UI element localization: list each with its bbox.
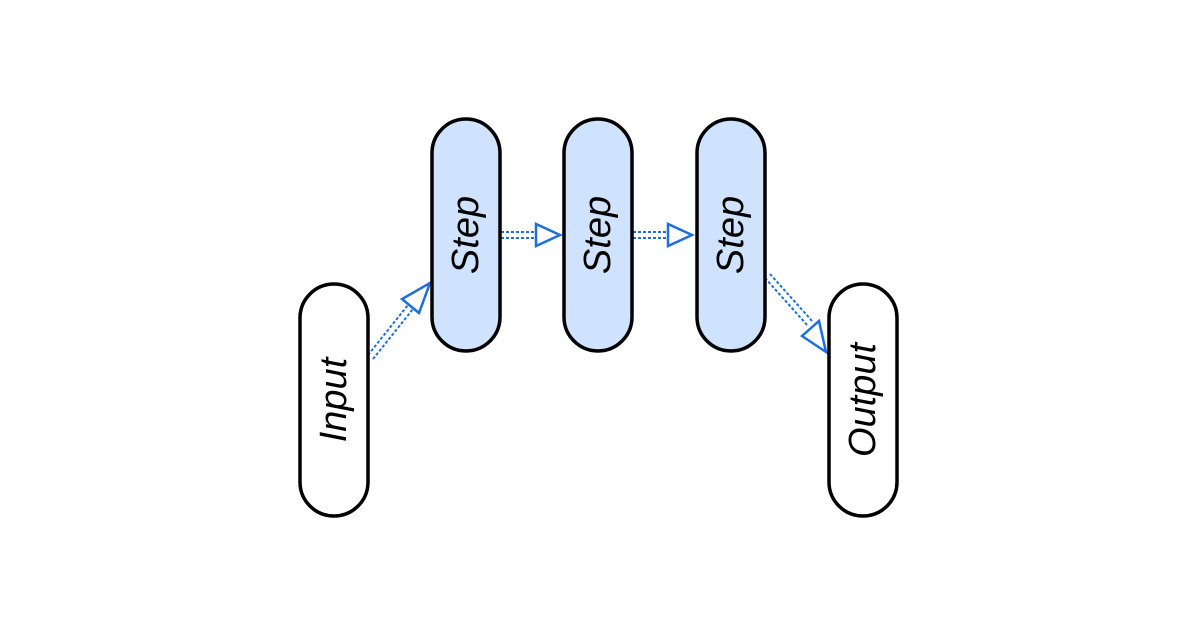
node-step-2-label: Step [577, 196, 619, 274]
edge-step3-to-output [764, 273, 828, 355]
node-step-3-label: Step [710, 196, 752, 274]
arrowhead-icon [799, 318, 828, 355]
edge-step1-to-step2 [501, 222, 564, 248]
edge-step2-to-step3 [633, 222, 696, 248]
node-input-label: Input [313, 356, 355, 442]
node-output: Output [827, 282, 899, 518]
arrowhead-icon [666, 222, 696, 248]
arrowhead-icon [534, 222, 564, 248]
arrowhead-icon [399, 280, 433, 316]
node-step-3: Step [695, 117, 767, 353]
node-step-1-label: Step [445, 196, 487, 274]
edge-input-to-step1 [367, 280, 433, 360]
node-input: Input [298, 282, 370, 518]
edge-layer [367, 222, 828, 360]
node-step-2: Step [562, 117, 634, 353]
node-output-label: Output [842, 342, 884, 458]
node-step-1: Step [430, 117, 502, 353]
